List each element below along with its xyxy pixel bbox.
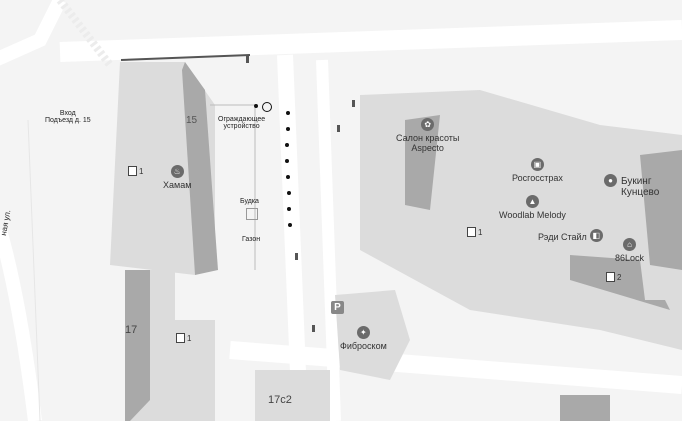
door-icon	[606, 272, 615, 282]
door-icon	[467, 227, 476, 237]
barrier-dot	[254, 104, 258, 108]
gate-icon	[352, 100, 355, 107]
entrance-marker[interactable]: 2	[606, 272, 621, 282]
barrier-dot	[286, 111, 290, 115]
spa-icon: ♨	[170, 165, 184, 178]
barrier-dot	[285, 159, 289, 163]
booth-marker	[246, 208, 258, 220]
barrier-dot	[287, 191, 291, 195]
entrance-marker[interactable]: 1	[467, 227, 482, 237]
poi-label: Woodlab Melody	[499, 210, 566, 220]
entrance-marker[interactable]: 1	[128, 166, 143, 176]
barrier-icon[interactable]	[262, 102, 272, 112]
insurance-icon: ▣	[530, 158, 544, 171]
camera-icon: ●	[604, 174, 617, 187]
barrier-dot	[286, 127, 290, 131]
barrier-dot	[286, 175, 290, 179]
barrier-label-line1: Ограждающее	[218, 116, 266, 123]
entrance-number: 1	[187, 333, 192, 343]
gate-icon	[246, 56, 249, 63]
entrance-number: 2	[617, 272, 622, 282]
barrier-dot	[285, 143, 289, 147]
gate-icon	[295, 253, 298, 260]
poi-label: Салон красоты Aspecto	[396, 133, 460, 153]
door-icon	[128, 166, 137, 176]
entrance-note-line2: Подъезд д. 15	[45, 117, 91, 125]
poi-hamam[interactable]: ♨ Хамам	[163, 165, 191, 190]
poi-woodlab[interactable]: ▲ Woodlab Melody	[499, 195, 566, 220]
entrance-number: 1	[478, 227, 483, 237]
poi-booking[interactable]: ● Букинг Кунцево	[604, 174, 659, 198]
beauty-salon-icon: ✿	[421, 118, 435, 131]
poi-label: Хамам	[163, 180, 192, 190]
barrier-dot	[288, 223, 292, 227]
building-15-label: 15	[186, 115, 198, 126]
poi-label: 86Lock	[615, 253, 645, 263]
parking-icon[interactable]: P	[331, 301, 344, 314]
entrance-note-line1: Вход	[59, 110, 76, 117]
poi-label: Рэди Стайл	[538, 231, 587, 242]
poi-rosgosstrakh[interactable]: ▣ Росгосстрах	[512, 158, 563, 183]
shop-icon: ✦	[356, 326, 370, 339]
poi-redi-style[interactable]: Рэди Стайл ◧	[538, 229, 603, 242]
poi-86lock[interactable]: ⌂ 86Lock	[615, 238, 644, 263]
poi-aspecto[interactable]: ✿ Салон красоты Aspecto	[396, 118, 459, 153]
barrier-label-line2: устройство	[223, 123, 260, 131]
barrier-dot	[287, 207, 291, 211]
shop-icon: ▲	[525, 195, 539, 208]
booth-label: Будка	[240, 198, 259, 205]
poi-label: Букинг Кунцево	[621, 176, 660, 198]
locksmith-icon: ⌂	[623, 238, 637, 251]
trash-icon	[337, 125, 340, 132]
clothing-icon: ◧	[589, 229, 603, 242]
poi-label: Фиброском	[340, 341, 387, 351]
barrier-label: Ограждающее устройство	[218, 116, 265, 131]
poi-fibroskom[interactable]: ✦ Фиброском	[340, 326, 387, 351]
building-17-label: 17	[125, 324, 138, 336]
building-17c2-label: 17с2	[268, 394, 292, 406]
lawn-label: Газон	[242, 236, 261, 243]
entrance-marker[interactable]: 1	[176, 333, 191, 343]
entrance-note: Вход Подъезд д. 15	[45, 110, 91, 125]
trash-icon	[312, 325, 315, 332]
door-icon	[176, 333, 185, 343]
poi-label: Росгосстрах	[512, 173, 563, 183]
entrance-number: 1	[139, 166, 144, 176]
